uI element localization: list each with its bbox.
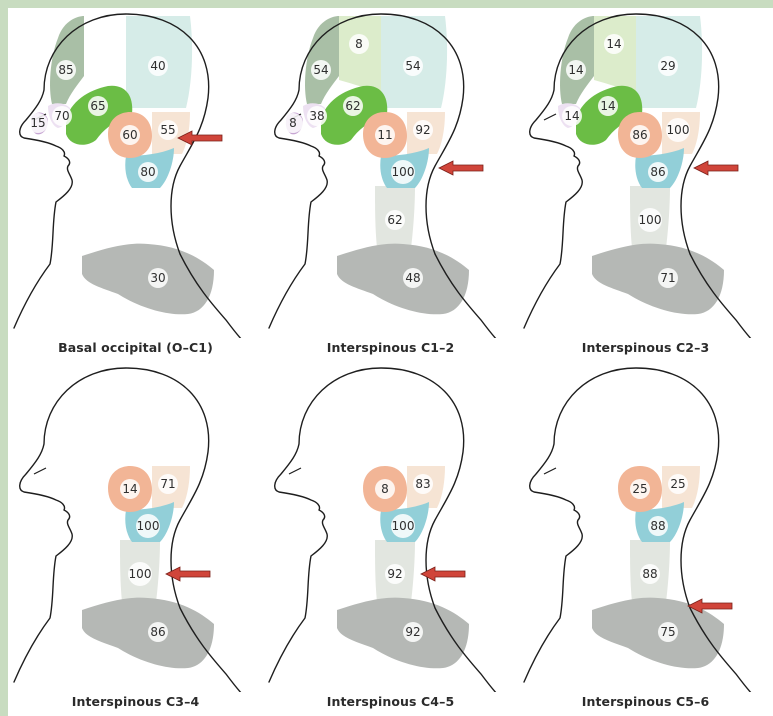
value-label-supraorbital: 14: [568, 63, 583, 77]
zone-supraorbital: [305, 16, 339, 104]
value-label-suboccipital: 80: [140, 165, 155, 179]
value-label-nasal: 8: [289, 116, 297, 130]
value-label-shoulder: 30: [150, 271, 165, 285]
panel-caption: Interspinous C1–2: [263, 340, 518, 355]
brow-line: [544, 468, 556, 474]
value-label-suboccipital: 100: [392, 165, 415, 179]
zone-frontal: [594, 16, 636, 94]
value-label-upper_neck: 92: [387, 567, 402, 581]
injection-arrow: [694, 161, 738, 175]
panel-caption: Interspinous C5–6: [518, 694, 773, 709]
head-diagram: 88 75 25 88 25: [518, 362, 773, 692]
zone-supraorbital: [50, 16, 84, 104]
head-diagram: 62 48 54 8 54 92 100 62 38 8 11: [263, 8, 518, 338]
value-label-frontal: 8: [355, 37, 363, 51]
value-label-mastoid: 25: [670, 477, 685, 491]
value-label-mastoid: 100: [667, 123, 690, 137]
panel-4: 100 86 71 100 14Interspinous C3–4: [8, 362, 263, 716]
value-label-upper_neck: 62: [387, 213, 402, 227]
head-diagram: 30 85 40 55 80 65 70 15 60: [8, 8, 263, 338]
head-diagram: 100 86 71 100 14: [8, 362, 263, 692]
value-label-auricular: 86: [632, 128, 647, 142]
panel-caption: Interspinous C4–5: [263, 694, 518, 709]
brow-line: [289, 468, 301, 474]
value-label-mastoid: 83: [415, 477, 430, 491]
value-label-auricular: 25: [632, 482, 647, 496]
panel-caption: Basal occipital (O–C1): [8, 340, 263, 355]
value-label-shoulder: 48: [405, 271, 420, 285]
value-label-mastoid: 55: [160, 123, 175, 137]
value-label-parietal: 54: [405, 59, 420, 73]
value-label-shoulder: 71: [660, 271, 675, 285]
value-label-mastoid: 92: [415, 123, 430, 137]
injection-arrow: [439, 161, 483, 175]
value-label-parietal: 40: [150, 59, 165, 73]
value-label-frontal: 14: [606, 37, 621, 51]
value-label-auricular: 14: [122, 482, 137, 496]
value-label-suboccipital: 100: [137, 519, 160, 533]
value-label-supraorbital: 85: [58, 63, 73, 77]
value-label-temporal: 65: [90, 99, 105, 113]
value-label-upper_neck: 100: [639, 213, 662, 227]
value-label-supraorbital: 54: [313, 63, 328, 77]
zone-frontal: [339, 16, 381, 94]
panel-caption: Interspinous C3–4: [8, 694, 263, 709]
value-label-auricular: 60: [122, 128, 137, 142]
value-label-temporal: 62: [345, 99, 360, 113]
value-label-auricular: 11: [377, 128, 392, 142]
value-label-upper_neck: 100: [129, 567, 152, 581]
value-label-shoulder: 92: [405, 625, 420, 639]
value-label-orbital: 14: [564, 109, 579, 123]
panel-1: 30 85 40 55 80 65 70 15 60Basal occipital (O–C1): [8, 8, 263, 362]
value-label-nasal: 15: [30, 116, 45, 130]
panel-2: 62 48 54 8 54 92 100 62 38 8 11Interspinous C1–2: [263, 8, 518, 362]
brow-line: [34, 468, 46, 474]
referred-pain-figure: 30 85 40 55 80 65 70 15 60Basal occipital (O–C1)…: [8, 8, 773, 716]
zone-supraorbital: [560, 16, 594, 104]
value-label-suboccipital: 88: [650, 519, 665, 533]
value-label-auricular: 8: [381, 482, 389, 496]
value-label-mastoid: 71: [160, 477, 175, 491]
head-diagram: 100 71 14 14 29 100 86 14 14 86: [518, 8, 773, 338]
value-label-shoulder: 86: [150, 625, 165, 639]
value-label-orbital: 38: [309, 109, 324, 123]
head-diagram: 92 92 83 100 8: [263, 362, 518, 692]
value-label-parietal: 29: [660, 59, 675, 73]
value-label-shoulder: 75: [660, 625, 675, 639]
value-label-suboccipital: 86: [650, 165, 665, 179]
brow-line: [544, 114, 556, 120]
value-label-suboccipital: 100: [392, 519, 415, 533]
panel-5: 92 92 83 100 8Interspinous C4–5: [263, 362, 518, 716]
value-label-upper_neck: 88: [642, 567, 657, 581]
value-label-temporal: 14: [600, 99, 615, 113]
panel-caption: Interspinous C2–3: [518, 340, 773, 355]
value-label-orbital: 70: [54, 109, 69, 123]
